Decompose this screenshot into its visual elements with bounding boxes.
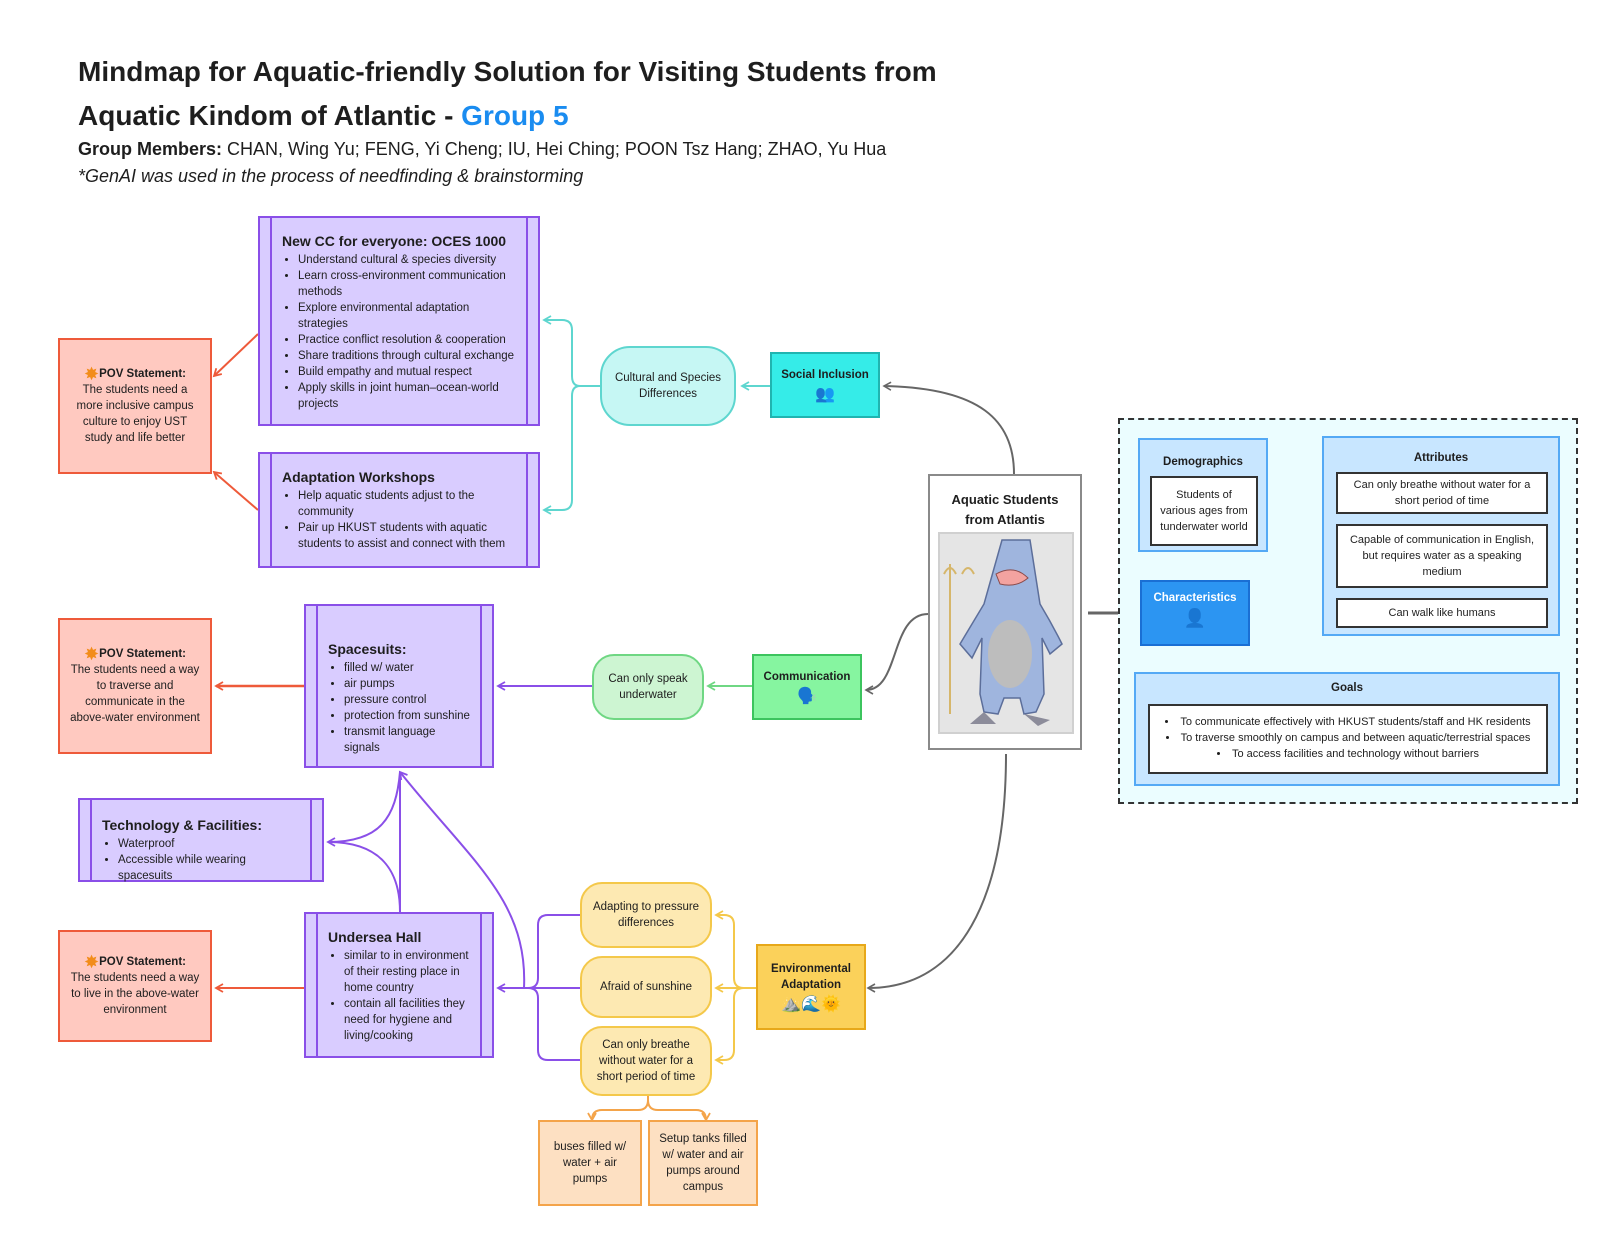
burst-icon: ✸: [83, 644, 100, 664]
category-label: Social Inclusion: [781, 369, 869, 381]
people-icon: 👥: [815, 386, 835, 403]
category-communication: Communication 🗣️: [752, 654, 862, 720]
list-item: To access facilities and technology with…: [1156, 746, 1540, 762]
solution-undersea-hall: Undersea Hall similar to in environment …: [304, 912, 494, 1058]
solution-adaptation-workshops: Adaptation Workshops Help aquatic studen…: [258, 452, 540, 568]
solution-spacesuits: Spacesuits: filled w/ water air pumps pr…: [304, 604, 494, 768]
list-item: Pair up HKUST students with aquatic stud…: [298, 520, 518, 552]
list-item: Share traditions through cultural exchan…: [298, 348, 518, 364]
solution-spacesuits-title: Spacesuits:: [328, 641, 407, 657]
characteristics-label: Characteristics: [1153, 592, 1237, 604]
list-item: Accessible while wearing spacesuits: [118, 852, 302, 884]
list-item: Build empathy and mutual respect: [298, 364, 518, 380]
pov-label: POV Statement:: [99, 648, 186, 660]
solution-buses: buses filled w/ water + air pumps: [538, 1120, 642, 1206]
goals-title: Goals: [1331, 682, 1363, 694]
pov-statement-live: ✸POV Statement: The students need a way t…: [58, 930, 212, 1042]
burst-icon: ✸: [83, 364, 100, 384]
category-environmental-adaptation: Environmental Adaptation ⛰️🌊🌞: [756, 944, 866, 1030]
center-title: Aquatic Students from Atlantis: [930, 490, 1080, 530]
goals-box: Goals To communicate effectively with HK…: [1134, 672, 1560, 786]
need-speak-underwater: Can only speak underwater: [592, 654, 704, 720]
list-item: Waterproof: [118, 836, 302, 852]
need-sunshine: Afraid of sunshine: [580, 956, 712, 1018]
pov-statement-traverse: ✸POV Statement: The students need a way t…: [58, 618, 212, 754]
list-item: Practice conflict resolution & cooperati…: [298, 332, 518, 348]
solution-oces-1000: New CC for everyone: OCES 1000 Understan…: [258, 216, 540, 426]
solution-workshops-title: Adaptation Workshops: [282, 469, 435, 485]
list-item: To traverse smoothly on campus and betwe…: [1156, 730, 1540, 746]
shark-illustration: [943, 539, 1063, 726]
pov-text: The students need a more inclusive campu…: [76, 384, 194, 444]
solution-spacesuits-list: filled w/ water air pumps pressure contr…: [328, 660, 472, 756]
list-item: protection from sunshine: [344, 708, 472, 724]
demographics-box: Demographics Students of various ages fr…: [1138, 438, 1268, 552]
goals-list: To communicate effectively with HKUST st…: [1156, 714, 1540, 762]
attribute-item: Capable of communication in English, but…: [1336, 524, 1548, 588]
attribute-item: Can only breathe without water for a sho…: [1336, 472, 1548, 514]
pov-text: The students need a way to live in the a…: [70, 972, 200, 1016]
list-item: transmit language signals: [344, 724, 472, 756]
category-label-1: Environmental: [771, 963, 851, 975]
center-title-line-2: from Atlantis: [965, 512, 1045, 527]
title-line-1: Mindmap for Aquatic-friendly Solution fo…: [78, 56, 937, 87]
demographics-title: Demographics: [1163, 456, 1243, 468]
pov-label: POV Statement:: [99, 956, 186, 968]
shark-sketch-image: [938, 532, 1074, 734]
solution-workshops-list: Help aquatic students adjust to the comm…: [282, 488, 518, 552]
solution-hall-list: similar to in environment of their resti…: [328, 948, 472, 1044]
category-label: Communication: [763, 671, 851, 683]
center-title-line-1: Aquatic Students: [951, 492, 1059, 507]
category-label-2: Adaptation: [780, 979, 842, 991]
nature-icons: ⛰️🌊🌞: [781, 996, 841, 1013]
solution-hall-title: Undersea Hall: [328, 929, 422, 945]
solution-oces-title: New CC for everyone: OCES 1000: [282, 233, 507, 249]
attributes-title: Attributes: [1413, 452, 1469, 464]
list-item: Explore environmental adaptation strateg…: [298, 300, 518, 332]
list-item: air pumps: [344, 676, 472, 692]
pov-statement-inclusive: ✸POV Statement: The students need a more …: [58, 338, 212, 474]
characteristics-node: Characteristics 👤: [1140, 580, 1250, 646]
members-label: Group Members:: [78, 139, 223, 159]
list-item: filled w/ water: [344, 660, 472, 676]
group-members: Group Members: CHAN, Wing Yu; FENG, Yi C…: [78, 137, 886, 161]
group-label: Group 5: [461, 100, 569, 131]
center-node-aquatic-students: Aquatic Students from Atlantis: [928, 474, 1082, 750]
list-item: To communicate effectively with HKUST st…: [1156, 714, 1540, 730]
solution-tanks: Setup tanks filled w/ water and air pump…: [648, 1120, 758, 1206]
genai-note: *GenAI was used in the process of needfi…: [78, 166, 584, 186]
members-list: CHAN, Wing Yu; FENG, Yi Cheng; IU, Hei C…: [222, 139, 887, 159]
pov-label: POV Statement:: [99, 368, 186, 380]
list-item: Help aquatic students adjust to the comm…: [298, 488, 518, 520]
list-item: contain all facilities they need for hyg…: [344, 996, 472, 1044]
list-item: similar to in environment of their resti…: [344, 948, 472, 996]
list-item: Understand cultural & species diversity: [298, 252, 518, 268]
list-item: pressure control: [344, 692, 472, 708]
list-item: Apply skills in joint human–ocean-world …: [298, 380, 518, 412]
need-breathe: Can only breathe without water for a sho…: [580, 1026, 712, 1096]
burst-icon: ✸: [83, 952, 100, 972]
need-pressure: Adapting to pressure differences: [580, 882, 712, 948]
goals-list-box: To communicate effectively with HKUST st…: [1148, 704, 1548, 774]
solution-oces-list: Understand cultural & species diversity …: [282, 252, 518, 412]
attributes-box: Attributes Can only breathe without wate…: [1322, 436, 1560, 636]
pov-text: The students need a way to traverse and …: [70, 664, 200, 724]
speaking-head-icon: 🗣️: [797, 688, 817, 705]
title-line-2: Aquatic Kindom of Atlantic - Group 5: [78, 94, 1078, 138]
attribute-item: Can walk like humans: [1336, 598, 1548, 628]
category-social-inclusion: Social Inclusion 👥: [770, 352, 880, 418]
page-title: Mindmap for Aquatic-friendly Solution fo…: [78, 50, 1078, 138]
title-line-2-text: Aquatic Kindom of Atlantic -: [78, 100, 462, 131]
list-item: Learn cross-environment communication me…: [298, 268, 518, 300]
solution-tech-title: Technology & Facilities:: [102, 817, 262, 833]
demographics-text: Students of various ages from tunderwate…: [1150, 476, 1258, 546]
need-cultural-differences: Cultural and Species Differences: [600, 346, 736, 426]
solution-tech-list: Waterproof Accessible while wearing spac…: [102, 836, 302, 884]
solution-technology-facilities: Technology & Facilities: Waterproof Acce…: [78, 798, 324, 882]
person-icon: 👤: [1183, 608, 1207, 628]
